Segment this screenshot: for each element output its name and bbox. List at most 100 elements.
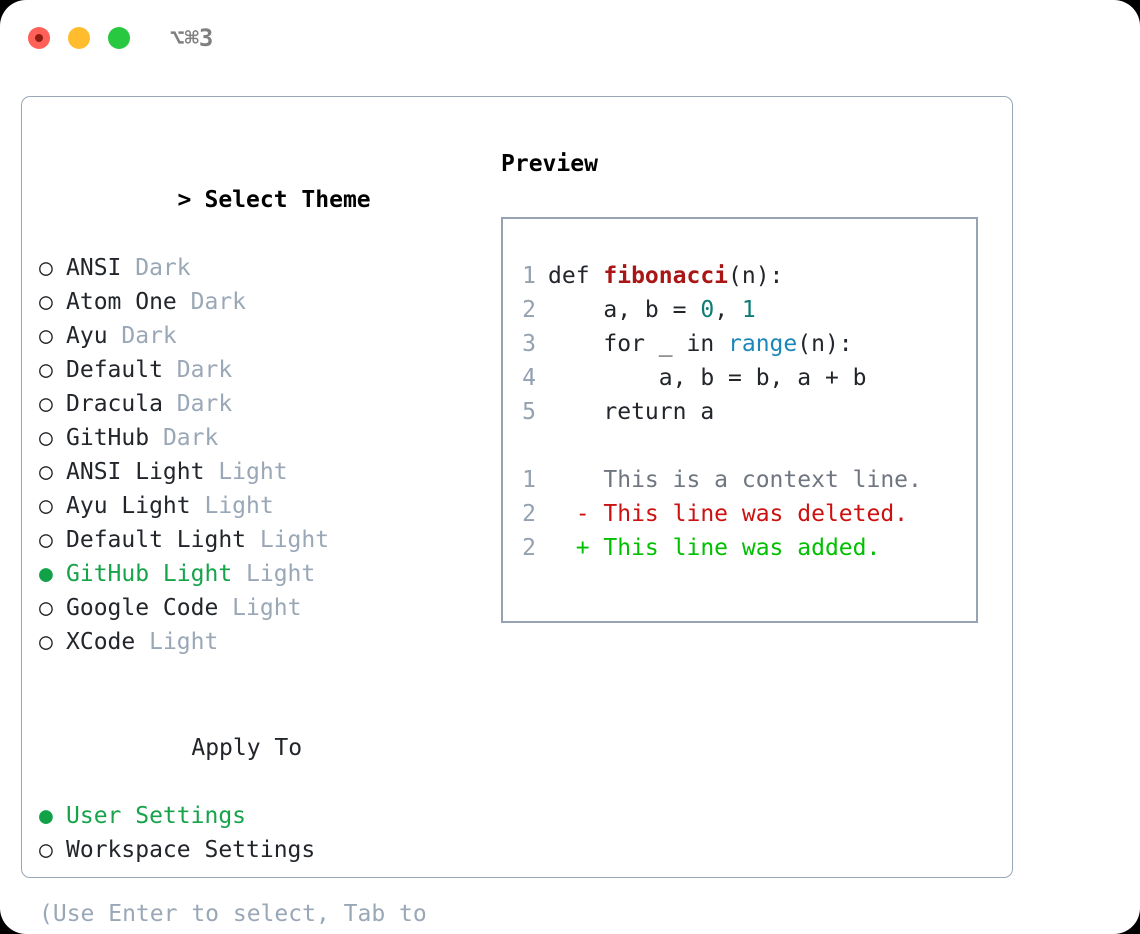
theme-name-label: ANSI Light: [66, 459, 205, 485]
radio-unselected-icon: ○: [39, 255, 53, 281]
close-button[interactable]: [28, 27, 50, 49]
theme-variant-label: Light: [246, 527, 330, 553]
minimize-button[interactable]: [68, 27, 90, 49]
radio-unselected-icon: ○: [39, 837, 53, 863]
code-token: a, b = b, a + b: [548, 365, 867, 391]
diff-line: 2 - This line was deleted.: [503, 497, 976, 531]
code-token: (n):: [728, 263, 784, 289]
apply-to-heading-label: Apply To: [191, 735, 303, 761]
diff-line: 2 + This line was added.: [503, 531, 976, 565]
code-token: range: [728, 331, 798, 357]
theme-variant-label: Light: [190, 493, 274, 519]
radio-unselected-icon: ○: [39, 323, 53, 349]
theme-list-item[interactable]: ○Google Code Light: [39, 591, 499, 625]
main-card: > Select Theme ○ ANSI Dark ○ Atom One Dark ○ A…: [21, 96, 1013, 927]
code-token: for _ in: [548, 331, 729, 357]
maximize-button[interactable]: [108, 27, 130, 49]
theme-variant-label: Dark: [107, 323, 177, 349]
radio-selected-icon: ●: [39, 561, 53, 587]
theme-picker-panel: > Select Theme ○ ANSI Dark ○ Atom One Dark ○ A…: [39, 149, 499, 934]
theme-name-label: GitHub: [66, 425, 150, 451]
theme-variant-label: Light: [135, 629, 219, 655]
code-token: 1: [741, 297, 756, 323]
theme-name-label: GitHub Light: [66, 561, 233, 587]
theme-variant-label: Light: [218, 595, 302, 621]
code-token: a, b =: [548, 297, 701, 323]
theme-name-label: ANSI: [66, 255, 122, 281]
apply-to-item[interactable]: ● User Settings: [39, 799, 499, 833]
theme-variant-label: Dark: [149, 425, 219, 451]
theme-name-label: Ayu: [66, 323, 108, 349]
title-bar: ⌥⌘3: [0, 0, 1140, 78]
section-spacer: [39, 659, 499, 697]
theme-list-item[interactable]: ○ Ayu Light Light: [39, 489, 499, 523]
theme-list-item[interactable]: ○ Default Light Light: [39, 523, 499, 557]
radio-unselected-icon: ○: [39, 425, 53, 451]
diff-block: 1 This is a context line.2 - This line w…: [503, 463, 976, 565]
radio-unselected-icon: ○: [39, 357, 53, 383]
radio-unselected-icon: ○: [39, 595, 53, 621]
line-number: 1: [522, 467, 536, 493]
theme-list-item[interactable]: ○ GitHub Dark: [39, 421, 499, 455]
apply-to-item[interactable]: ○ Workspace Settings: [39, 833, 499, 867]
theme-list-item[interactable]: ○Dracula Dark: [39, 387, 499, 421]
theme-list-item[interactable]: ○Default Dark: [39, 353, 499, 387]
code-line: 2 a, b = 0, 1: [503, 293, 976, 327]
code-line: 1 def fibonacci(n):: [503, 259, 976, 293]
theme-name-label: Default: [66, 357, 163, 383]
theme-list-item[interactable]: ○XCode Light: [39, 625, 499, 659]
apply-to-label: Workspace Settings: [66, 837, 316, 863]
theme-name-label: XCode: [66, 629, 136, 655]
line-number: 2: [522, 297, 536, 323]
theme-picker-heading-label: Select Theme: [204, 187, 371, 213]
theme-name-label: Default Light: [66, 527, 247, 553]
preview-title: Preview: [501, 151, 598, 177]
radio-unselected-icon: ○: [39, 527, 53, 553]
line-number: 2: [522, 501, 536, 527]
line-number: 5: [522, 399, 536, 425]
radio-unselected-icon: ○: [39, 289, 53, 315]
diff-line-text: This is a context line.: [548, 467, 922, 493]
theme-list: ○ ANSI Dark ○ Atom One Dark ○ Ayu Dark ○ Defaul…: [39, 251, 499, 659]
theme-list-item[interactable]: ○ ANSI Dark: [39, 251, 499, 285]
theme-variant-label: Light: [232, 561, 316, 587]
code-token: fibonacci: [603, 263, 729, 289]
radio-unselected-icon: ○: [39, 459, 53, 485]
theme-variant-label: Dark: [176, 289, 247, 315]
theme-picker-heading: > Select Theme: [39, 149, 499, 251]
code-token: ,: [714, 297, 742, 323]
line-number: 3: [522, 331, 536, 357]
keyboard-hint-text: (Use Enter to select, Tab to change focu…: [39, 901, 427, 927]
theme-name-label: Dracula: [66, 391, 163, 417]
theme-name-label: Atom One: [66, 289, 177, 315]
traffic-light-buttons: [28, 27, 130, 49]
theme-list-item[interactable]: ○ ANSI Light Light: [39, 455, 499, 489]
code-token: return a: [548, 399, 715, 425]
diff-line: 1 This is a context line.: [503, 463, 976, 497]
code-line: 5 return a: [503, 395, 976, 429]
apply-to-heading-indent: [177, 735, 191, 761]
apply-to-heading: Apply To: [39, 697, 499, 799]
code-token: 0: [700, 297, 715, 323]
code-token: def: [548, 263, 604, 289]
caret-icon: >: [177, 187, 192, 213]
line-number: 1: [522, 263, 536, 289]
theme-list-item[interactable]: ○ Atom One Dark: [39, 285, 499, 319]
apply-to-label: User Settings: [66, 803, 247, 829]
radio-unselected-icon: ○: [39, 391, 53, 417]
theme-list-item[interactable]: ○ Ayu Dark: [39, 319, 499, 353]
theme-variant-label: Light: [204, 459, 288, 485]
theme-list-item[interactable]: ● GitHub Light Light: [39, 557, 499, 591]
radio-unselected-icon: ○: [39, 493, 53, 519]
theme-variant-label: Dark: [121, 255, 191, 281]
code-token: (n):: [797, 331, 853, 357]
radio-selected-icon: ●: [39, 803, 53, 829]
diff-line-text: + This line was added.: [548, 535, 881, 561]
code-line: 4 a, b = b, a + b: [503, 361, 976, 395]
apply-to-list: ● User Settings ○ Workspace Settings: [39, 799, 499, 867]
line-number: 4: [522, 365, 536, 391]
theme-name-label: Ayu Light: [66, 493, 191, 519]
